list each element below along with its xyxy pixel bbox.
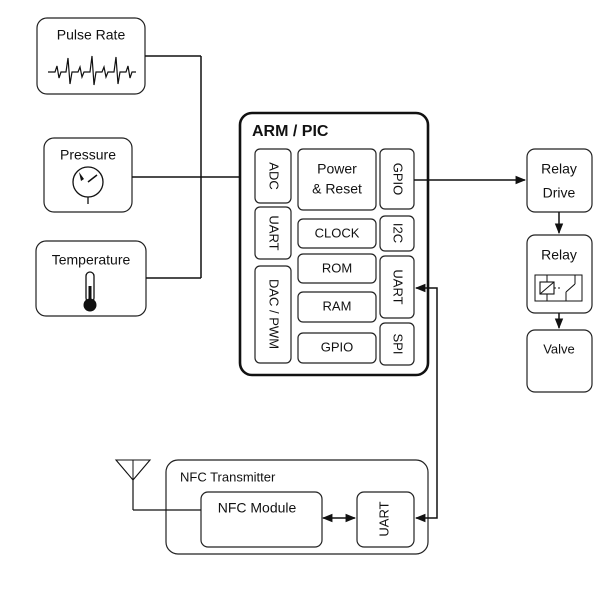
relay-block: Relay [526,234,593,314]
nfc-uart-label: UART [376,501,391,536]
pressure-label: Pressure [60,147,116,163]
adc-block: ADC [254,148,292,204]
uart-left-label: UART [267,215,282,250]
rom-block: ROM [297,253,377,284]
temperature-label: Temperature [52,252,131,268]
pressure-block: Pressure [43,137,133,213]
rom-label: ROM [322,260,352,275]
valve-block: Valve [526,329,593,393]
spi-label: SPI [391,334,406,355]
ram-label: RAM [323,298,352,313]
uart-left-block: UART [254,206,292,260]
relay-drive-label-line2: Drive [543,185,576,201]
heartbeat-waveform-icon [48,55,136,86]
spi-block: SPI [379,322,415,366]
nfc-module-block: NFC Module [200,491,323,548]
mcu-block: ARM / PIC ADC Power & Reset GPIO UART CL… [238,111,430,377]
power-reset-label-line1: Power [317,161,357,177]
thermometer-icon [83,271,97,312]
relay-drive-block: Relay Drive [526,148,593,213]
relay-label: Relay [541,247,577,263]
dac-pwm-label: DAC / PWM [267,279,282,349]
pressure-gauge-icon [72,166,104,204]
gpio-right-block: GPIO [379,148,415,210]
pulse-rate-block: Pulse Rate [36,17,146,95]
i2c-label: I2C [391,223,406,243]
nfc-group-title: NFC Transmitter [180,469,276,484]
relay-switch-icon [534,274,583,302]
gpio-bottom-block: GPIO [297,332,377,364]
dac-pwm-block: DAC / PWM [254,265,292,364]
gpio-right-label: GPIO [391,163,406,196]
nfc-to-mcu-uart-link [414,283,438,523]
power-reset-label-line2: & Reset [312,181,362,197]
mcu-title: ARM / PIC [252,123,329,140]
ram-block: RAM [297,291,377,323]
temperature-block: Temperature [35,240,147,317]
adc-label: ADC [267,162,282,189]
gpio-bottom-label: GPIO [321,339,354,354]
relay-drive-label-line1: Relay [541,161,577,177]
uart-right-label: UART [391,269,406,304]
uart-right-block: UART [379,255,415,319]
nfc-uart-block: UART [356,491,415,548]
clock-block: CLOCK [297,218,377,249]
antenna-icon [114,459,201,511]
pulse-rate-label: Pulse Rate [57,27,126,43]
nfc-transmitter-group: NFC Transmitter NFC Module UART [165,459,429,555]
sensor-connectors [132,55,254,279]
nfc-module-label: NFC Module [218,500,297,516]
clock-label: CLOCK [315,225,360,240]
power-reset-block: Power & Reset [297,148,377,211]
i2c-block: I2C [379,215,415,252]
valve-label: Valve [543,341,575,356]
